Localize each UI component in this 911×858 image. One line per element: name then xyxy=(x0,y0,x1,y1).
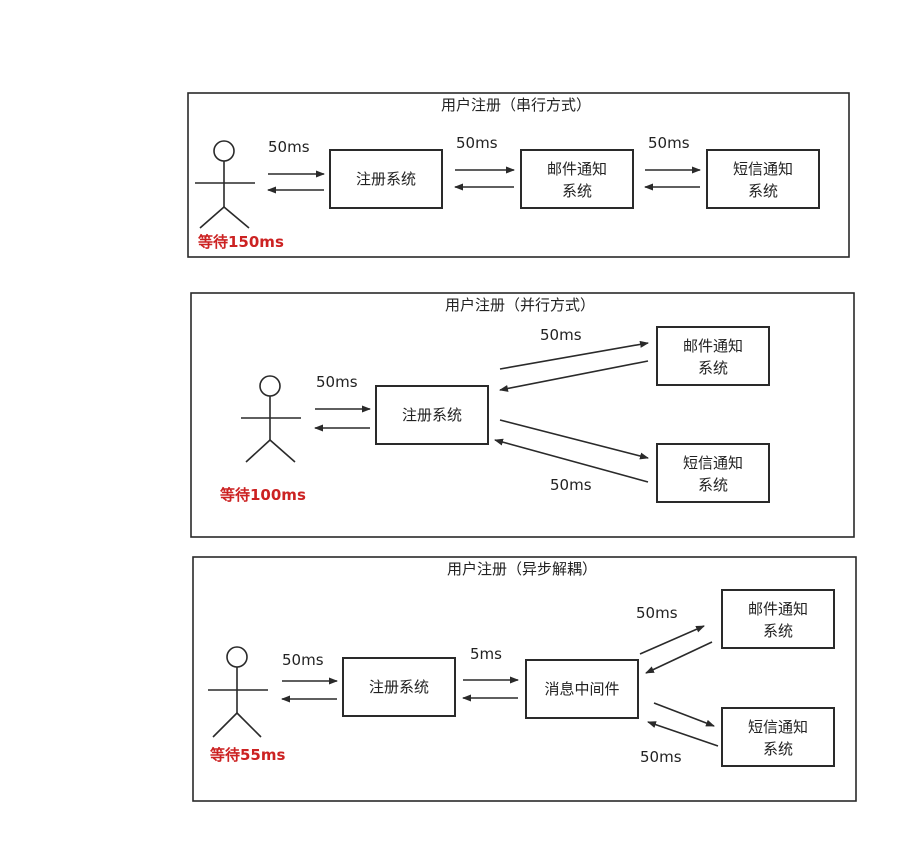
register-system-label: 注册系统 xyxy=(369,678,429,696)
mail-system-label-line2: 系统 xyxy=(698,359,728,377)
register-system-box xyxy=(342,657,456,717)
register-system-label: 注册系统 xyxy=(356,170,416,188)
mail-system-label-line2: 系统 xyxy=(763,622,793,640)
sms-system-label-line1: 短信通知 xyxy=(748,718,808,736)
arrow-register-to-mail xyxy=(499,340,649,370)
register-system-box xyxy=(329,149,443,209)
latency-user-register: 50ms xyxy=(282,651,324,669)
arrow-mail-to-mq xyxy=(645,641,713,674)
sms-system-box xyxy=(656,443,770,503)
arrow-mq-to-mail xyxy=(639,625,705,655)
user-figure xyxy=(195,140,255,229)
mail-system-box xyxy=(721,589,835,649)
panel-frame xyxy=(187,92,850,258)
arrow-mail-to-register xyxy=(499,360,649,392)
arrow-sms-to-register xyxy=(494,438,649,483)
latency-register-mq: 5ms xyxy=(470,645,502,663)
mail-system-label-line2: 系统 xyxy=(562,182,592,200)
mail-system-label-line1: 邮件通知 xyxy=(748,600,808,618)
arrow-register-to-sms xyxy=(499,419,649,460)
panel-frame xyxy=(190,292,855,538)
panel-async: 用户注册（异步解耦） 等待55ms 注册系统 消息中间件 邮件通知 系统 短信通… xyxy=(192,556,857,802)
panel-frame xyxy=(192,556,857,802)
wait-time-label: 等待150ms xyxy=(198,233,284,251)
panel-parallel: 用户注册（并行方式） 等待100ms 注册系统 邮件通知 系统 短信通知 系统 … xyxy=(190,292,855,538)
sms-system-box xyxy=(721,707,835,767)
sms-system-label-line2: 系统 xyxy=(698,476,728,494)
mail-system-label-line1: 邮件通知 xyxy=(683,337,743,355)
sms-system-label-line1: 短信通知 xyxy=(683,454,743,472)
latency-mq-sms: 50ms xyxy=(640,748,682,766)
register-system-label: 注册系统 xyxy=(402,406,462,424)
mail-system-label-line1: 邮件通知 xyxy=(547,160,607,178)
user-figure xyxy=(241,375,301,463)
message-queue-box xyxy=(525,659,639,719)
wait-time-label: 等待100ms xyxy=(220,486,306,504)
latency-user-register: 50ms xyxy=(268,138,310,156)
latency-mq-mail: 50ms xyxy=(636,604,678,622)
mail-system-box xyxy=(656,326,770,386)
register-system-box xyxy=(375,385,489,445)
wait-time-label: 等待55ms xyxy=(210,746,286,764)
sms-system-label-line1: 短信通知 xyxy=(733,160,793,178)
latency-register-sms: 50ms xyxy=(550,476,592,494)
panel-serial: 用户注册（串行方式） 等待150ms 注册系统 邮件通知 系统 短信通知 系统 … xyxy=(187,92,850,258)
latency-user-register: 50ms xyxy=(316,373,358,391)
latency-register-mail: 50ms xyxy=(456,134,498,152)
message-queue-label: 消息中间件 xyxy=(544,680,619,698)
latency-mail-sms: 50ms xyxy=(648,134,690,152)
mail-system-box xyxy=(520,149,634,209)
panel-title: 用户注册（并行方式） xyxy=(445,296,595,314)
sms-system-label-line2: 系统 xyxy=(748,182,778,200)
panel-title: 用户注册（串行方式） xyxy=(441,96,591,114)
user-figure xyxy=(208,646,268,738)
arrow-sms-to-mq xyxy=(647,721,719,747)
latency-register-mail: 50ms xyxy=(540,326,582,344)
sms-system-box xyxy=(706,149,820,209)
sms-system-label-line2: 系统 xyxy=(763,740,793,758)
arrow-mq-to-sms xyxy=(653,702,715,727)
panel-title: 用户注册（异步解耦） xyxy=(447,560,597,578)
